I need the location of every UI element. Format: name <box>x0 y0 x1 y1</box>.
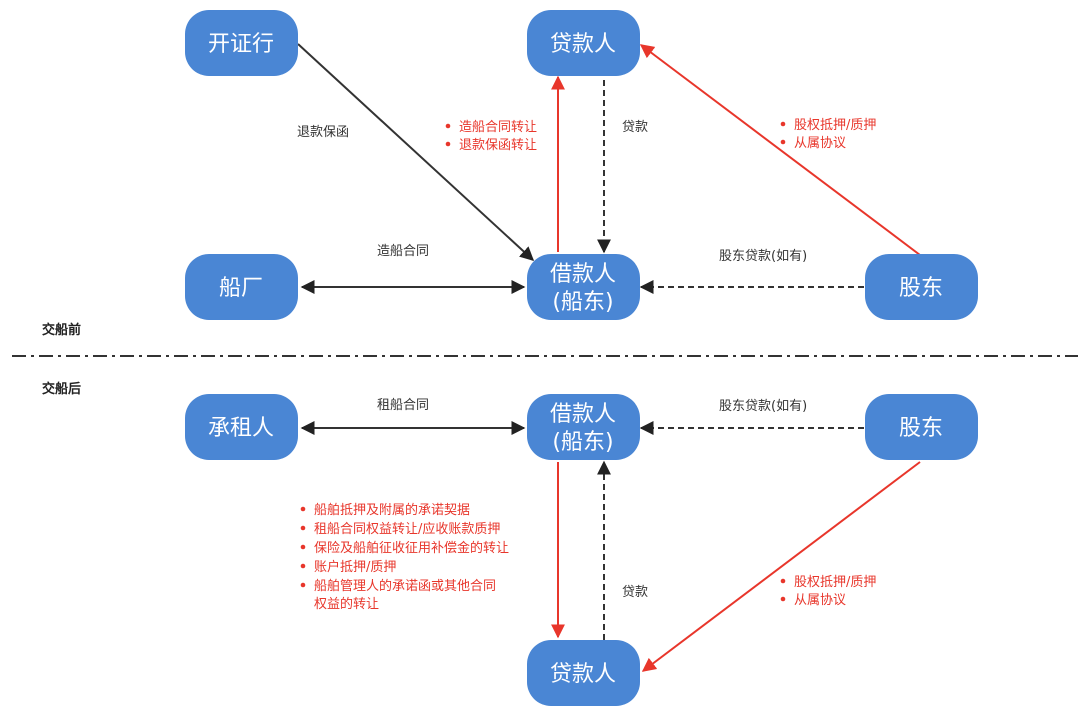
node-charterer-label: 承租人 <box>208 416 274 441</box>
node-charterer: 承租人 <box>185 394 298 460</box>
node-lender-label: 贷款人 <box>550 662 616 687</box>
node-borrower-label-1: 借款人 <box>550 402 616 427</box>
label-shipbuilding-contract: 造船合同 <box>377 244 429 259</box>
edge-shareholder-to-lender-security-after <box>641 461 921 672</box>
list-security-borrower-before: 造船合同转让 退款保函转让 <box>445 120 537 153</box>
node-borrower-label-1: 借款人 <box>550 262 616 287</box>
label-refund-guarantee: 退款保函 <box>297 125 349 140</box>
label-charter-contract: 租船合同 <box>377 398 429 413</box>
node-borrower-before: 借款人 (船东) <box>527 254 640 320</box>
list-security-borrower-after: 船舶抵押及附属的承诺契据 租船合同权益转让/应收账款质押 保险及船舶征收征用补偿… <box>300 502 509 612</box>
node-shipyard-label: 船厂 <box>219 276 263 301</box>
security-item-continuation: 权益的转让 <box>314 596 379 612</box>
node-lender-label: 贷款人 <box>550 32 616 57</box>
node-borrower-label-2: (船东) <box>552 290 613 315</box>
security-item: 账户抵押/质押 <box>314 559 396 575</box>
node-shipyard: 船厂 <box>185 254 298 320</box>
edge-shareholder-to-lender-security <box>639 44 921 256</box>
node-bank-label: 开证行 <box>208 32 274 57</box>
list-security-shareholder-after: 股权抵押/质押 从属协议 <box>780 574 876 608</box>
security-item: 股权抵押/质押 <box>794 574 876 590</box>
node-shareholder-before: 股东 <box>865 254 978 320</box>
security-item: 退款保函转让 <box>459 138 537 153</box>
security-item: 造船合同转让 <box>459 120 537 135</box>
node-shareholder-label: 股东 <box>899 276 943 301</box>
node-shareholder-label: 股东 <box>899 416 943 441</box>
security-item: 船舶管理人的承诺函或其他合同 <box>314 578 496 594</box>
label-loan: 贷款 <box>622 120 648 135</box>
list-security-shareholder-before: 股权抵押/质押 从属协议 <box>780 117 876 151</box>
security-item: 租船合同权益转让/应收账款质押 <box>314 521 500 537</box>
security-item: 股权抵押/质押 <box>794 117 876 133</box>
edge-bank-to-borrower <box>297 43 535 261</box>
security-item: 从属协议 <box>794 136 846 151</box>
section-label-before: 交船前 <box>42 322 81 338</box>
node-borrower-after: 借款人 (船东) <box>527 394 640 460</box>
security-item: 船舶抵押及附属的承诺契据 <box>314 502 470 518</box>
node-shareholder-after: 股东 <box>865 394 978 460</box>
node-bank: 开证行 <box>185 10 298 76</box>
node-lender-before: 贷款人 <box>527 10 640 76</box>
node-lender-after: 贷款人 <box>527 640 640 706</box>
security-item: 从属协议 <box>794 593 846 608</box>
label-shareholder-loan: 股东贷款(如有) <box>719 398 807 414</box>
label-loan: 贷款 <box>622 585 648 600</box>
section-label-after: 交船后 <box>42 381 81 397</box>
node-borrower-label-2: (船东) <box>552 430 613 455</box>
label-shareholder-loan: 股东贷款(如有) <box>719 248 807 264</box>
security-item: 保险及船舶征收征用补偿金的转让 <box>314 540 509 556</box>
